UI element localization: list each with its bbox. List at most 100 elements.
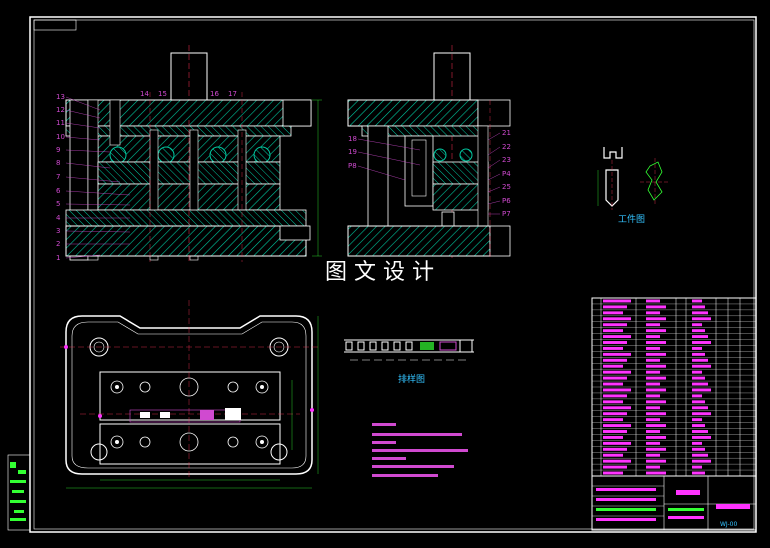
table-cell-mark (646, 299, 660, 303)
part-label: 21 (502, 129, 511, 137)
table-cell-mark (646, 341, 666, 344)
part-label: 10 (56, 133, 65, 141)
table-cell-mark (692, 317, 711, 321)
table-cell-mark (646, 447, 666, 451)
table-cell-mark (603, 412, 627, 416)
workpiece-caption: 工件图 (618, 213, 645, 225)
table-cell-mark (646, 418, 660, 422)
part-label: P8 (348, 162, 357, 170)
table-cell-mark (692, 424, 705, 428)
table-cell-mark (646, 388, 666, 392)
table-cell-mark (646, 311, 660, 315)
table-cell-mark (603, 388, 631, 392)
table-cell-mark (692, 412, 711, 416)
table-cell-mark (692, 406, 708, 410)
title-block: WJ-00 (591, 475, 757, 531)
table-cell-mark (603, 406, 631, 410)
strip-layout-drawing (344, 339, 474, 361)
table-cell-mark (692, 382, 708, 386)
table-cell-mark (646, 394, 660, 398)
table-cell-mark (692, 376, 705, 380)
part-label: 14 (140, 90, 149, 98)
table-cell-mark (646, 430, 660, 433)
part-label: 4 (56, 214, 61, 222)
table-cell-mark (603, 418, 623, 422)
plan-view (60, 300, 319, 489)
table-cell-mark (692, 329, 705, 333)
front-section-view (65, 45, 322, 262)
workpiece-drawing (597, 147, 670, 210)
table-cell-mark (692, 441, 702, 445)
outer-frame (29, 16, 757, 533)
part-label: 15 (158, 90, 167, 98)
table-cell-mark (646, 376, 666, 380)
table-cell-mark (646, 352, 666, 356)
table-cell-mark (603, 382, 623, 386)
table-cell-mark (692, 370, 702, 374)
table-cell-mark (646, 400, 666, 404)
part-label: 23 (502, 156, 511, 164)
table-cell-mark (646, 346, 660, 350)
table-cell-mark (603, 364, 623, 368)
part-label: 6 (56, 187, 61, 195)
table-cell-mark (692, 471, 705, 475)
table-cell-mark (603, 299, 631, 303)
part-label: 25 (502, 183, 511, 191)
table-cell-mark (603, 376, 627, 380)
table-cell-mark (603, 311, 623, 315)
table-cell-mark (646, 441, 660, 445)
table-cell-mark (692, 447, 705, 451)
table-cell-mark (603, 317, 631, 321)
table-cell-mark (692, 400, 705, 404)
table-cell-mark (646, 424, 666, 428)
table-cell-mark (603, 352, 631, 356)
table-cell-mark (603, 400, 623, 404)
table-cell-mark (646, 412, 666, 416)
table-cell-mark (603, 323, 627, 327)
part-label: 22 (502, 143, 511, 151)
table-cell-mark (603, 459, 631, 463)
table-cell-mark (646, 459, 666, 463)
table-cell-mark (692, 459, 711, 463)
part-label: 9 (56, 146, 60, 154)
table-cell-mark (692, 388, 711, 392)
table-cell-mark (692, 364, 711, 368)
part-label: 2 (56, 240, 60, 248)
table-cell-mark (646, 453, 660, 457)
inner-frame (33, 19, 755, 530)
table-cell-mark (692, 453, 708, 457)
part-labels-right: 21 22 23 P4 25 P6 P7 (502, 129, 511, 218)
margin-strip (7, 454, 31, 531)
part-label: 18 (348, 135, 357, 143)
table-cell-mark (603, 424, 631, 428)
part-label: 12 (56, 106, 65, 114)
part-labels-mid: 18 19 P8 (348, 135, 357, 170)
table-cell-mark (692, 358, 708, 362)
table-cell-mark (692, 305, 705, 309)
table-cell-mark (646, 323, 660, 327)
side-section-view (347, 45, 511, 262)
leader-lines (65, 96, 131, 259)
drawing-code: WJ-00 (720, 521, 737, 528)
part-label: P6 (502, 197, 511, 205)
table-cell-mark (646, 406, 660, 410)
table-cell-mark (603, 329, 623, 333)
part-label: 19 (348, 148, 357, 156)
part-label: 8 (56, 159, 60, 167)
table-cell-mark (603, 465, 627, 469)
part-label: 7 (56, 173, 60, 181)
table-cell-mark (603, 370, 631, 374)
strip-layout-caption: 排样图 (398, 373, 425, 385)
table-cell-mark (646, 471, 666, 475)
part-label: 5 (56, 200, 60, 208)
table-cell-mark (692, 335, 708, 339)
table-cell-mark (603, 341, 627, 344)
table-cell-mark (646, 364, 666, 368)
table-cell-mark (692, 311, 708, 315)
table-cell-mark (692, 430, 708, 433)
table-cell-mark (646, 317, 666, 321)
table-cell-mark (646, 465, 660, 469)
table-cell-mark (692, 465, 702, 469)
